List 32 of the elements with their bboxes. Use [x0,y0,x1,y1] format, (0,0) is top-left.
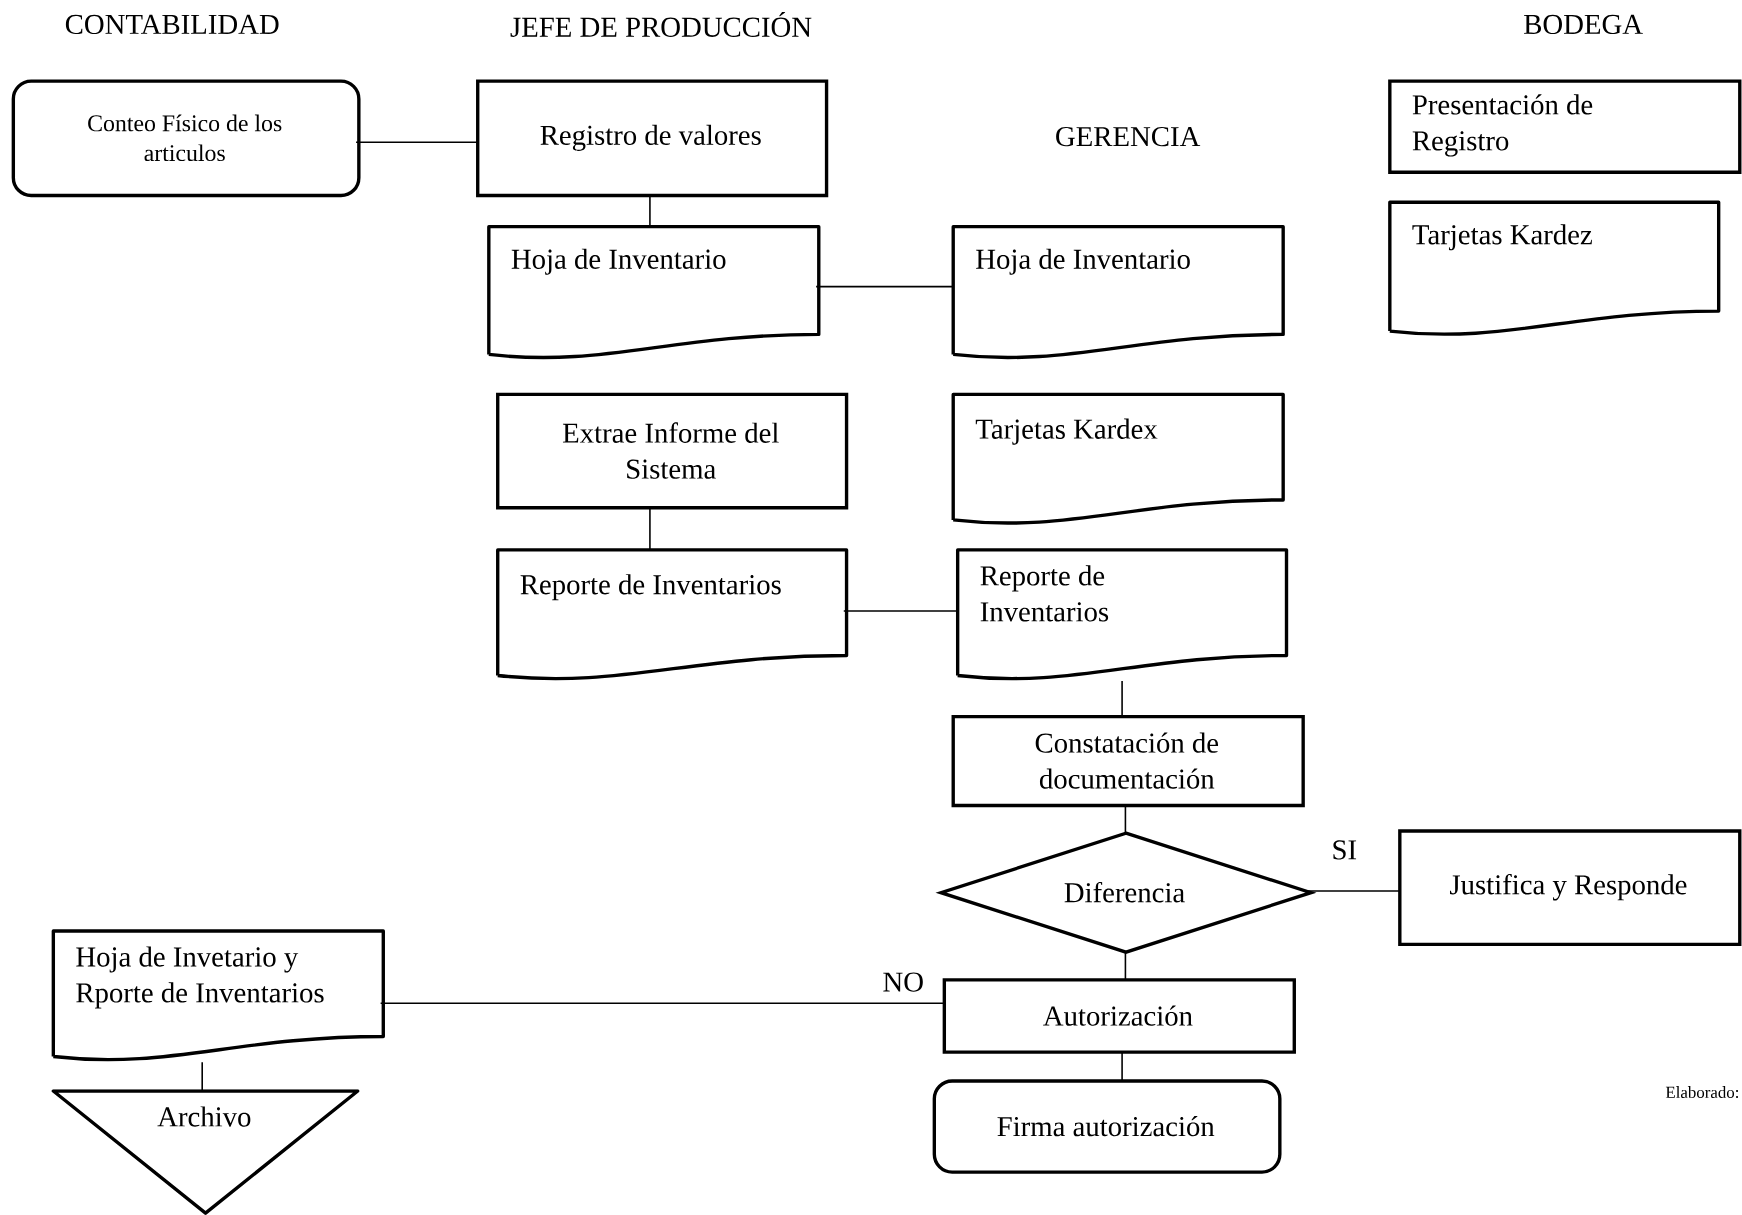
rounded-process-box: Firma autorización [932,1079,1282,1174]
connector-line [1307,890,1401,892]
document-shape: Reporte de Inventarios [956,548,1289,681]
column-heading: GERENCIA [1056,126,1201,147]
document-shape: Tarjetas Kardex [951,392,1285,525]
process-box: Presentación de Registro [1388,79,1742,174]
archive-triangle: Archivo [51,1089,360,1215]
process-box: Constatación de documentación [951,714,1305,807]
edge-label: SI [1329,838,1360,862]
process-box: Extrae Informe del Sistema [496,392,849,510]
column-heading: JEFE DE PRODUCCIÓN [510,11,812,37]
edge-label: NO [880,970,926,994]
document-shape: Tarjetas Kardez [1388,200,1721,336]
column-heading: BODEGA [1524,14,1643,34]
connector-line [842,610,959,612]
document-shape: Hoja de Invetario y Rporte de Inventarios [51,929,385,1062]
rounded-process-box: Conteo Físico de los articulos [11,79,361,198]
process-box: Justifica y Responde [1398,829,1742,946]
connector-line [355,141,479,143]
document-shape: Hoja de Inventario [951,224,1285,360]
connector-line [201,1061,203,1092]
document-shape: Reporte de Inventarios [496,548,849,681]
column-heading: CONTABILIDAD [65,14,279,34]
connector-line [379,1002,946,1004]
footnote-text: Elaborado: [1665,1085,1739,1098]
process-box: Registro de valores [476,79,829,198]
document-shape: Hoja de Inventario [487,224,821,360]
connector-line [1121,680,1123,718]
connector-line [1124,950,1127,981]
connector-line [815,285,954,288]
process-box: Autorización [942,978,1296,1054]
connector-line [1121,1050,1123,1082]
